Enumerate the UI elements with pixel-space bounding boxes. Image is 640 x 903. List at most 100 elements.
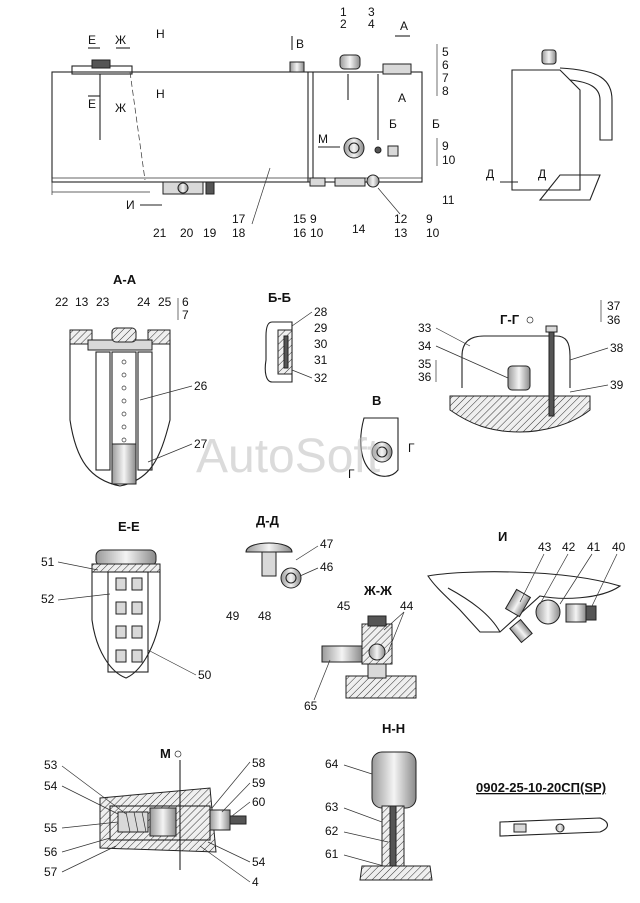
section-dd-title: Д-Д: [256, 513, 280, 528]
svg-text:12: 12: [394, 212, 408, 226]
section-arrow-i: И: [126, 198, 162, 212]
section-arrow-v: В: [291, 36, 304, 51]
svg-text:52: 52: [41, 592, 55, 606]
svg-text:43: 43: [538, 540, 552, 554]
section-bb-title: Б-Б: [268, 290, 291, 305]
section-arrow-b: Б Б: [389, 117, 440, 131]
svg-text:62: 62: [325, 824, 339, 838]
svg-text:42: 42: [562, 540, 576, 554]
svg-text:54: 54: [44, 779, 58, 793]
svg-text:В: В: [296, 37, 304, 51]
svg-text:26: 26: [194, 379, 208, 393]
svg-text:57: 57: [44, 865, 58, 879]
svg-text:16: 16: [293, 226, 307, 240]
watermark: AutoSoft: [196, 430, 380, 483]
svg-text:Г: Г: [348, 467, 355, 481]
svg-text:29: 29: [314, 321, 328, 335]
main-tank-view: Е Е Ж Ж Н Н В А А Б Б М: [51, 5, 456, 240]
section-arrow-e: Е Е: [88, 33, 100, 111]
svg-text:51: 51: [41, 555, 55, 569]
svg-text:Д: Д: [486, 167, 494, 181]
section-arrow-n: Н Н: [156, 27, 165, 101]
svg-text:15: 15: [293, 212, 307, 226]
svg-text:Е: Е: [88, 97, 96, 111]
svg-text:Ж: Ж: [115, 33, 126, 47]
svg-text:Д: Д: [538, 167, 546, 181]
svg-text:20: 20: [180, 226, 194, 240]
svg-text:27: 27: [194, 437, 208, 451]
section-ee: Е-Е 51 52 50: [41, 519, 212, 682]
section-gg: Г-Г 37 36 33 34 35 36 38 39: [418, 299, 624, 433]
svg-text:28: 28: [314, 305, 328, 319]
svg-text:Б: Б: [432, 117, 440, 131]
svg-text:6: 6: [442, 58, 449, 72]
svg-text:8: 8: [442, 84, 449, 98]
svg-text:17: 17: [232, 212, 246, 226]
svg-text:13: 13: [394, 226, 408, 240]
view-m-title: М: [160, 746, 171, 761]
svg-text:63: 63: [325, 800, 339, 814]
svg-text:36: 36: [607, 313, 621, 327]
section-arrow-m: М: [318, 132, 340, 148]
svg-text:39: 39: [610, 378, 624, 392]
svg-text:А: А: [400, 19, 408, 33]
side-view: Д Д: [486, 49, 613, 201]
svg-text:24: 24: [137, 295, 151, 309]
svg-text:7: 7: [442, 71, 449, 85]
svg-text:Ж: Ж: [115, 101, 126, 115]
svg-text:22: 22: [55, 295, 69, 309]
svg-text:Н: Н: [156, 27, 165, 41]
svg-text:10: 10: [442, 153, 456, 167]
svg-text:7: 7: [182, 308, 189, 322]
section-gg-title: Г-Г: [500, 312, 520, 327]
svg-text:19: 19: [203, 226, 217, 240]
svg-text:35: 35: [418, 357, 432, 371]
svg-text:64: 64: [325, 757, 339, 771]
section-aa-title: А-А: [113, 272, 137, 287]
view-i-title: И: [498, 529, 507, 544]
svg-text:3: 3: [368, 5, 375, 19]
svg-text:49: 49: [226, 609, 240, 623]
svg-text:Е: Е: [88, 33, 96, 47]
svg-text:9: 9: [310, 212, 317, 226]
svg-text:40: 40: [612, 540, 626, 554]
svg-text:10: 10: [310, 226, 324, 240]
svg-text:4: 4: [368, 17, 375, 31]
document-id: 0902-25-10-20СП(SP): [476, 780, 606, 795]
svg-text:13: 13: [75, 295, 89, 309]
svg-text:65: 65: [304, 699, 318, 713]
svg-text:10: 10: [426, 226, 440, 240]
svg-text:58: 58: [252, 756, 266, 770]
svg-text:36: 36: [418, 370, 432, 384]
svg-text:59: 59: [252, 776, 266, 790]
svg-text:21: 21: [153, 226, 167, 240]
section-nn: Н-Н 64 63 62 61: [325, 721, 433, 881]
svg-text:56: 56: [44, 845, 58, 859]
svg-text:44: 44: [400, 599, 414, 613]
svg-text:9: 9: [426, 212, 433, 226]
svg-text:53: 53: [44, 758, 58, 772]
bottom-valve: [162, 181, 215, 195]
svg-text:60: 60: [252, 795, 266, 809]
view-v-title: В: [372, 393, 381, 408]
svg-text:23: 23: [96, 295, 110, 309]
svg-text:А: А: [398, 91, 406, 105]
svg-text:61: 61: [325, 847, 339, 861]
svg-text:1: 1: [340, 5, 347, 19]
section-bb: Б-Б 28 29 30 31 32: [264, 290, 328, 385]
svg-text:33: 33: [418, 321, 432, 335]
svg-text:50: 50: [198, 668, 212, 682]
section-arrow-a: А А: [395, 19, 410, 105]
svg-text:31: 31: [314, 353, 328, 367]
svg-text:37: 37: [607, 299, 621, 313]
svg-text:5: 5: [442, 45, 449, 59]
svg-text:6: 6: [182, 295, 189, 309]
section-ee-title: Е-Е: [118, 519, 140, 534]
svg-text:55: 55: [44, 821, 58, 835]
svg-text:48: 48: [258, 609, 272, 623]
svg-text:30: 30: [314, 337, 328, 351]
section-zhzh-title: Ж-Ж: [363, 583, 392, 598]
svg-text:38: 38: [610, 341, 624, 355]
section-zhzh: Ж-Ж 45 44 65: [304, 583, 417, 713]
